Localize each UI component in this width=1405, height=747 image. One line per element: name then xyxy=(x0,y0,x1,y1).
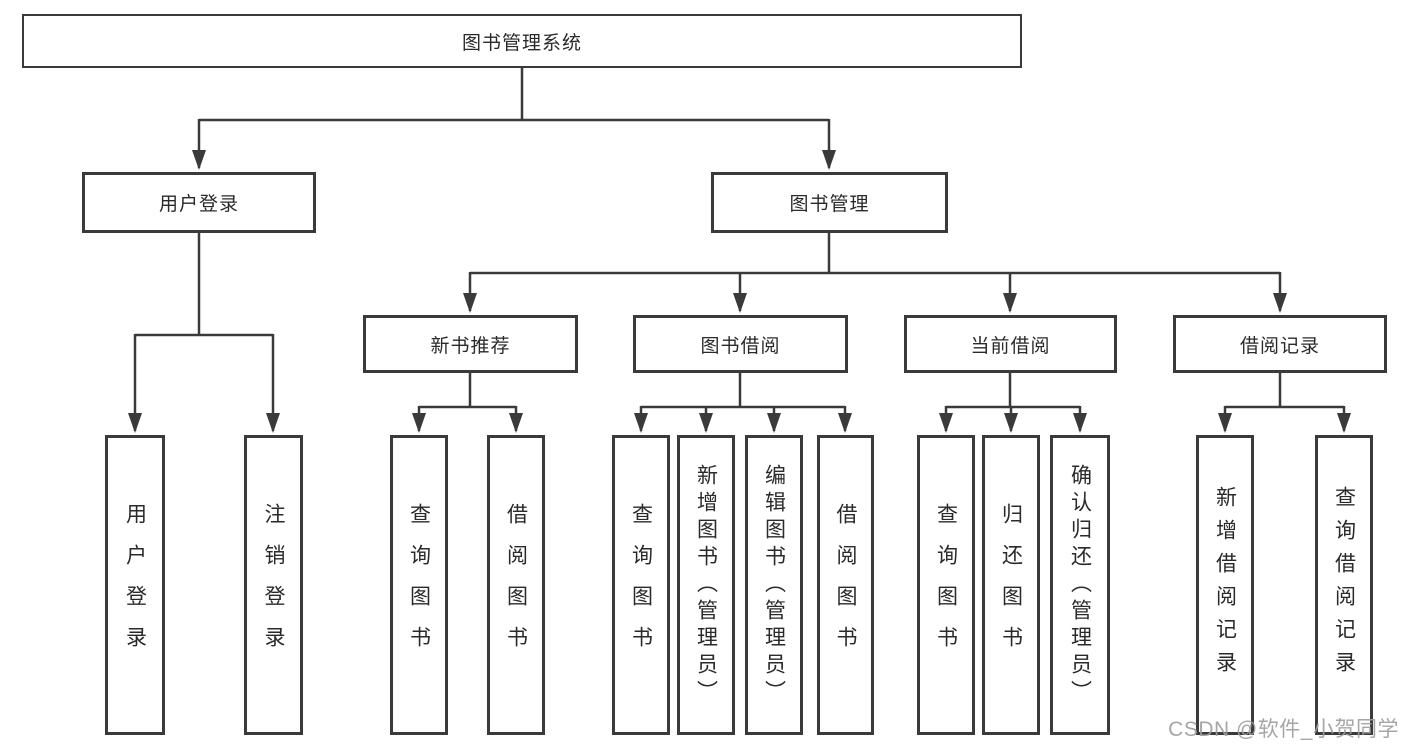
leaf-add-borrow-record: 新增借阅记录 xyxy=(1196,435,1254,735)
leaf-logout: 注销登录 xyxy=(244,435,303,735)
node-label: 查询图书 xyxy=(934,503,958,667)
node-label: 图书借阅 xyxy=(700,335,781,357)
node-label: 借阅图书 xyxy=(504,503,528,667)
node-user-login-branch: 用户登录 xyxy=(82,172,316,233)
leaf-query-books-borrow: 查询图书 xyxy=(612,435,670,735)
leaf-add-book-admin: 新增图书（管理员） xyxy=(677,435,735,735)
node-label: 查询图书 xyxy=(629,503,653,667)
node-label: 查询图书 xyxy=(407,503,431,667)
node-book-management-branch: 图书管理 xyxy=(711,172,948,233)
leaf-confirm-return-admin: 确认归还（管理员） xyxy=(1050,435,1110,735)
leaf-query-books-current: 查询图书 xyxy=(917,435,975,735)
node-borrow-record: 借阅记录 xyxy=(1173,315,1387,373)
node-label: 编辑图书（管理员） xyxy=(762,463,786,707)
node-label: 确认归还（管理员） xyxy=(1068,463,1092,707)
node-label: 注销登录 xyxy=(262,503,285,667)
node-label: 新增借阅记录 xyxy=(1213,486,1237,684)
node-label: 图书管理系统 xyxy=(461,32,582,54)
leaf-edit-book-admin: 编辑图书（管理员） xyxy=(745,435,803,735)
node-label: 图书管理 xyxy=(789,194,870,215)
node-new-book-recommend: 新书推荐 xyxy=(363,315,578,373)
node-label: 借阅记录 xyxy=(1239,335,1320,357)
node-label: 用户登录 xyxy=(123,503,147,667)
node-label: 查询借阅记录 xyxy=(1332,486,1356,684)
node-current-borrow: 当前借阅 xyxy=(904,315,1117,373)
leaf-borrow-books-recommend: 借阅图书 xyxy=(487,435,545,735)
node-root-library-system: 图书管理系统 xyxy=(22,14,1022,68)
node-label: 新书推荐 xyxy=(430,335,511,357)
leaf-user-login: 用户登录 xyxy=(105,435,165,735)
leaf-return-book: 归还图书 xyxy=(982,435,1040,735)
node-book-borrow: 图书借阅 xyxy=(633,315,848,373)
node-label: 新增图书（管理员） xyxy=(694,463,718,707)
leaf-query-borrow-record: 查询借阅记录 xyxy=(1315,435,1373,735)
node-label: 当前借阅 xyxy=(970,335,1051,357)
leaf-query-books-recommend: 查询图书 xyxy=(390,435,448,735)
csdn-watermark: CSDN @软件_小贺同学 xyxy=(1168,718,1399,741)
node-label: 用户登录 xyxy=(158,194,239,215)
node-label: 借阅图书 xyxy=(834,503,857,667)
node-label: 归还图书 xyxy=(999,503,1023,667)
leaf-borrow-book: 借阅图书 xyxy=(817,435,874,735)
